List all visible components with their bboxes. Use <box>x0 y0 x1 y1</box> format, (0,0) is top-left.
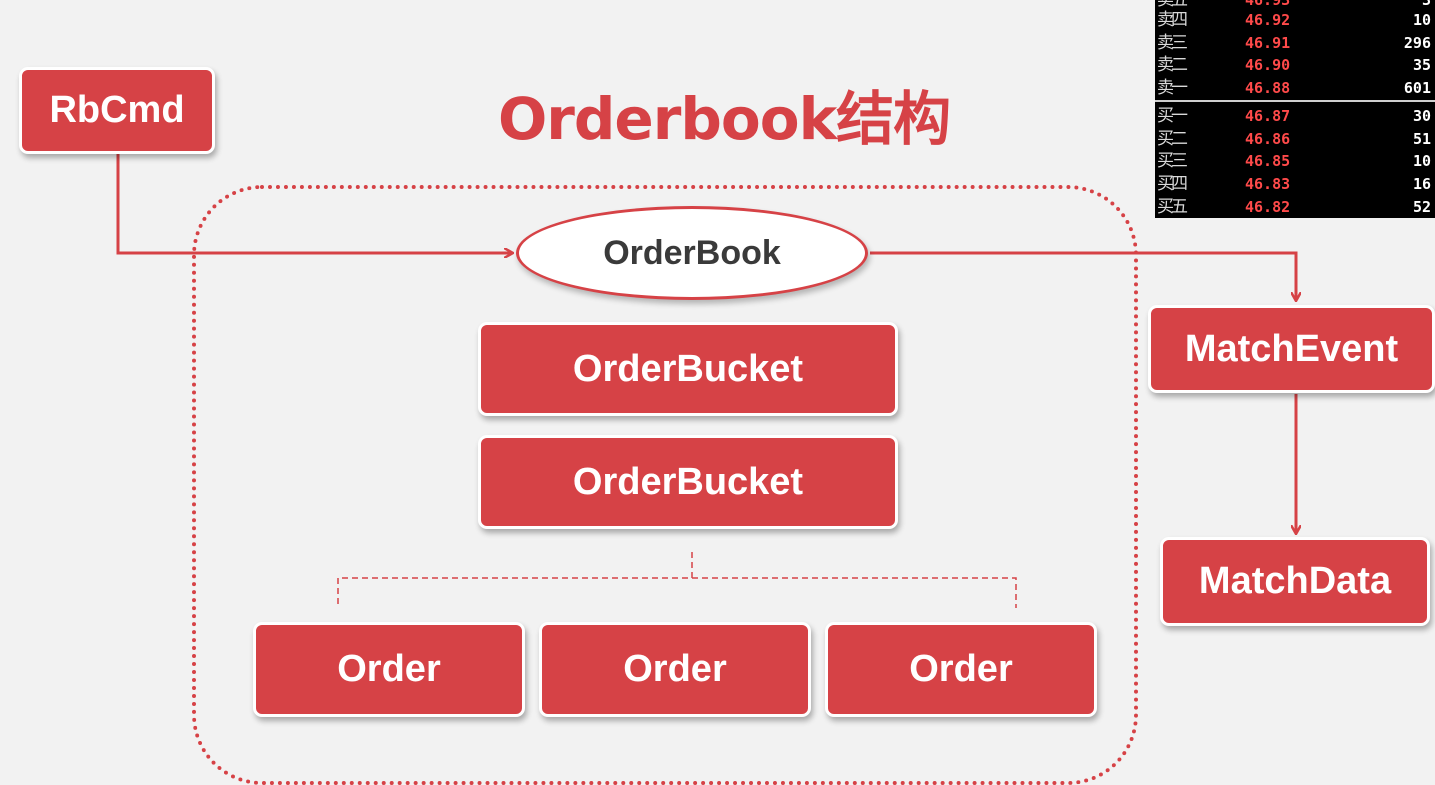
bid-volume: 51 <box>1412 130 1431 148</box>
bid-row-1: 买一 46.87 30 <box>1155 105 1435 127</box>
order-bucket-node: OrderBucket <box>478 435 898 529</box>
market-depth-panel: 卖五 46.93 3 卖四 46.92 10 卖三 46.91 296 卖二 4… <box>1155 0 1435 218</box>
bid-price: 46.85 <box>1245 152 1291 170</box>
ask-volume: 601 <box>1403 79 1431 97</box>
spread-divider <box>1155 100 1435 102</box>
ask-price: 46.91 <box>1245 34 1291 52</box>
ask-price: 46.93 <box>1245 0 1291 9</box>
bid-label: 买四 <box>1157 174 1188 194</box>
bid-label: 买五 <box>1157 197 1188 217</box>
ask-label: 卖二 <box>1157 55 1188 75</box>
connector-lines <box>116 152 1435 608</box>
bid-label: 买三 <box>1157 151 1188 171</box>
bid-price: 46.87 <box>1245 107 1291 125</box>
match-data-node: MatchData <box>1160 537 1430 626</box>
bid-volume: 52 <box>1412 198 1431 216</box>
order-node: Order <box>539 622 811 717</box>
ask-label: 卖四 <box>1157 10 1188 30</box>
orderbook-node: OrderBook <box>516 206 868 300</box>
ask-volume: 3 <box>1421 0 1431 9</box>
ask-price: 46.88 <box>1245 79 1291 97</box>
ask-price: 46.90 <box>1245 56 1291 74</box>
ask-row-2: 卖二 46.90 35 <box>1155 54 1435 76</box>
ask-volume: 35 <box>1412 56 1431 74</box>
rbcmd-node: RbCmd <box>19 67 215 154</box>
ask-label: 卖三 <box>1157 33 1188 53</box>
ask-label: 卖一 <box>1157 78 1188 98</box>
ask-row-4: 卖四 46.92 10 <box>1155 9 1435 31</box>
order-bucket-node: OrderBucket <box>478 322 898 416</box>
bid-row-5: 买五 46.82 52 <box>1155 196 1435 218</box>
bucket-to-orders-bracket <box>337 552 693 608</box>
bid-price: 46.83 <box>1245 175 1291 193</box>
bid-row-4: 买四 46.83 16 <box>1155 173 1435 195</box>
rbcmd-to-orderbook-arrow <box>116 152 512 253</box>
diagram-title: Orderbook结构 <box>498 85 951 153</box>
bid-price: 46.86 <box>1245 130 1291 148</box>
order-node: Order <box>253 622 525 717</box>
bid-volume: 16 <box>1412 175 1431 193</box>
match-event-node: MatchEvent <box>1148 305 1435 393</box>
bid-row-3: 买三 46.85 10 <box>1155 150 1435 172</box>
bid-row-2: 买二 46.86 51 <box>1155 128 1435 150</box>
ask-volume: 296 <box>1403 34 1431 52</box>
bid-volume: 10 <box>1412 152 1431 170</box>
order-node: Order <box>825 622 1097 717</box>
ask-volume: 10 <box>1412 11 1431 29</box>
ask-label: 卖五 <box>1157 0 1188 10</box>
orderbook-to-matchevent-arrow <box>870 251 1296 300</box>
bid-volume: 30 <box>1412 107 1431 125</box>
bucket-to-orders-bracket-right <box>692 577 1017 608</box>
bid-label: 买二 <box>1157 129 1188 149</box>
ask-row-5: 卖五 46.93 3 <box>1155 0 1435 11</box>
ask-row-3: 卖三 46.91 296 <box>1155 32 1435 54</box>
bid-label: 买一 <box>1157 106 1188 126</box>
ask-row-1: 卖一 46.88 601 <box>1155 77 1435 99</box>
ask-price: 46.92 <box>1245 11 1291 29</box>
bid-price: 46.82 <box>1245 198 1291 216</box>
